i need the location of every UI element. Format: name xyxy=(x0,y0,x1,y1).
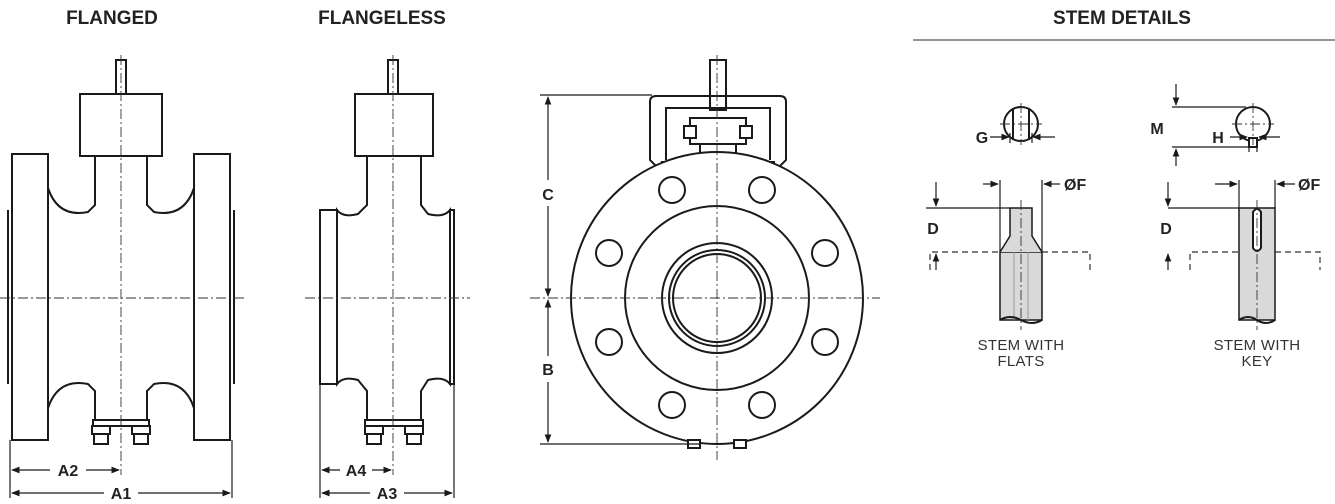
stem-details-title: STEM DETAILS xyxy=(1053,8,1191,29)
dim-a2-label: A2 xyxy=(58,463,79,480)
flanged-valve-view: A2 A1 xyxy=(0,55,245,503)
flangeless-right-face xyxy=(449,209,455,385)
dim-a3-label: A3 xyxy=(377,486,398,503)
flangeless-valve-view: A4 A3 xyxy=(305,55,470,503)
flangeless-title: FLANGELESS xyxy=(318,8,446,29)
stem-flats-top-view: G xyxy=(976,103,1055,147)
dim-h-label: H xyxy=(1212,130,1224,147)
front-yoke xyxy=(649,95,787,171)
front-bolt-holes xyxy=(595,176,839,419)
stem-flats-caption-line2: FLATS xyxy=(997,353,1044,370)
stem-key-side-view: ØF D STEM WITH KEY xyxy=(1160,177,1321,370)
stem-key-caption-line1: STEM WITH xyxy=(1214,337,1301,354)
flanged-left-flange xyxy=(11,153,49,441)
flanged-title: FLANGED xyxy=(66,8,158,29)
dim-f-flats-label: ØF xyxy=(1064,177,1086,194)
front-coupling xyxy=(689,117,747,145)
front-valve-view: C B xyxy=(530,55,880,460)
dim-d-flats-label: D xyxy=(927,221,939,238)
dim-c-label: C xyxy=(542,187,554,204)
dim-b-label: B xyxy=(542,362,554,379)
dim-g-label: G xyxy=(976,130,988,147)
flangeless-bottom-plate xyxy=(364,419,424,427)
flangeless-body xyxy=(336,155,451,421)
dim-a1-label: A1 xyxy=(111,486,132,503)
flangeless-left-face xyxy=(319,209,338,385)
flangeless-bracket xyxy=(354,93,434,157)
flanged-right-flange xyxy=(193,153,231,441)
flangeless-bottom-bolts xyxy=(364,425,424,445)
stem-flats-caption-line1: STEM WITH xyxy=(978,337,1065,354)
front-stem xyxy=(709,59,727,111)
dim-a4-label: A4 xyxy=(346,463,367,480)
dim-m-label: M xyxy=(1150,121,1163,138)
dim-d-key-label: D xyxy=(1160,221,1172,238)
stem-key-caption-line2: KEY xyxy=(1242,353,1273,370)
dim-f-key-label: ØF xyxy=(1298,177,1320,194)
flanged-bottom-bolts xyxy=(91,425,151,445)
stem-flats-side-view: ØF D STEM WITH FLATS xyxy=(926,177,1091,370)
stem-key-top-view: M H xyxy=(1150,84,1280,166)
